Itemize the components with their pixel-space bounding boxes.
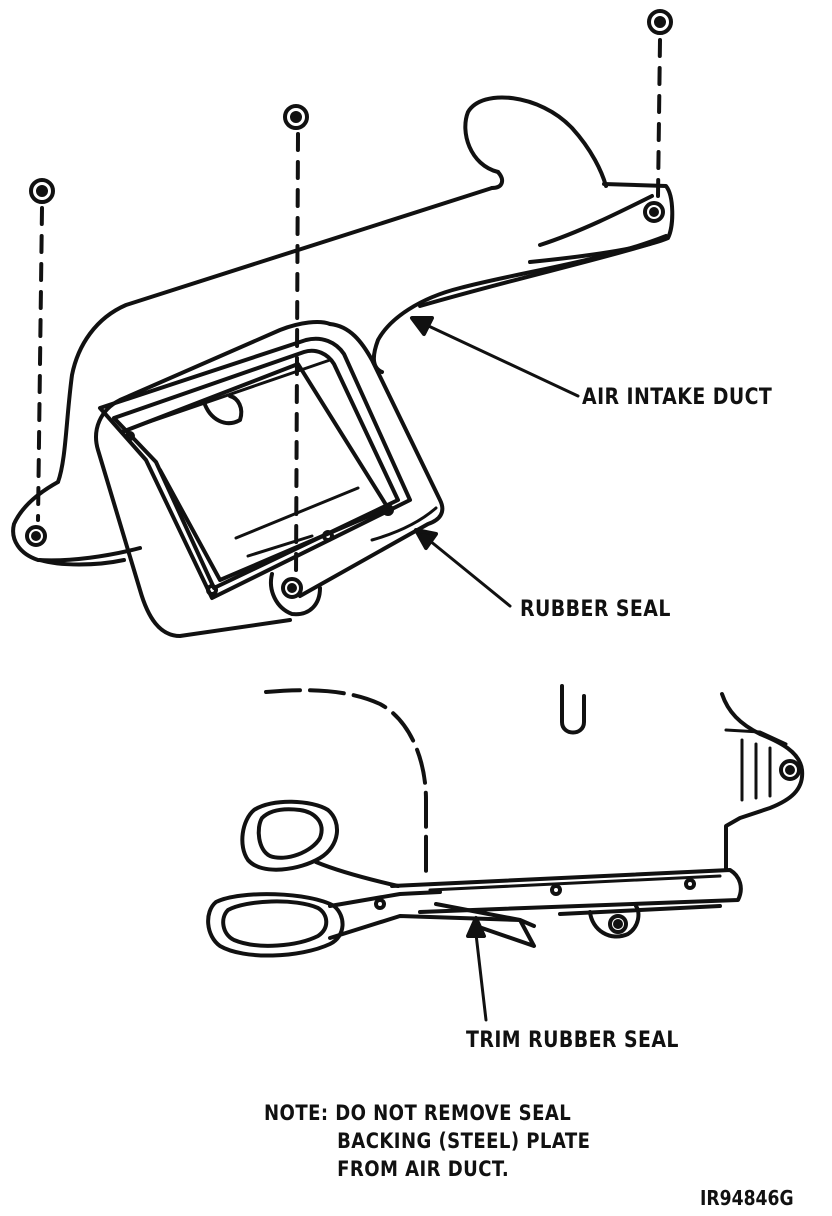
note-text-1: DO NOT REMOVE SEAL [335, 1101, 572, 1125]
note-line-2: BACKING (STEEL) PLATE [337, 1129, 591, 1153]
screw-middle [283, 104, 309, 130]
air-intake-duct-label: AIR INTAKE DUCT [582, 385, 773, 410]
air-intake-duct [11, 95, 675, 638]
screw-right [647, 9, 673, 35]
scissors-icon [206, 799, 536, 958]
duct-section-detail [264, 684, 805, 939]
screw-left [29, 178, 55, 204]
note-line-3: FROM AIR DUCT. [337, 1157, 510, 1181]
leader-rubber-seal [414, 528, 512, 608]
note-block: NOTE: DO NOT REMOVE SEAL BACKING (STEEL)… [264, 1099, 590, 1183]
note-line-1: NOTE: DO NOT REMOVE SEAL [264, 1099, 590, 1127]
leader-air-intake-duct [410, 316, 580, 398]
figure-id: IR94846G [700, 1186, 794, 1210]
note-prefix: NOTE: [264, 1101, 329, 1125]
rubber-seal-label: RUBBER SEAL [520, 597, 671, 622]
trim-rubber-seal-label: TRIM RUBBER SEAL [466, 1028, 679, 1053]
leader-trim-rubber-seal [466, 916, 488, 1022]
alignment-lines [36, 38, 662, 580]
